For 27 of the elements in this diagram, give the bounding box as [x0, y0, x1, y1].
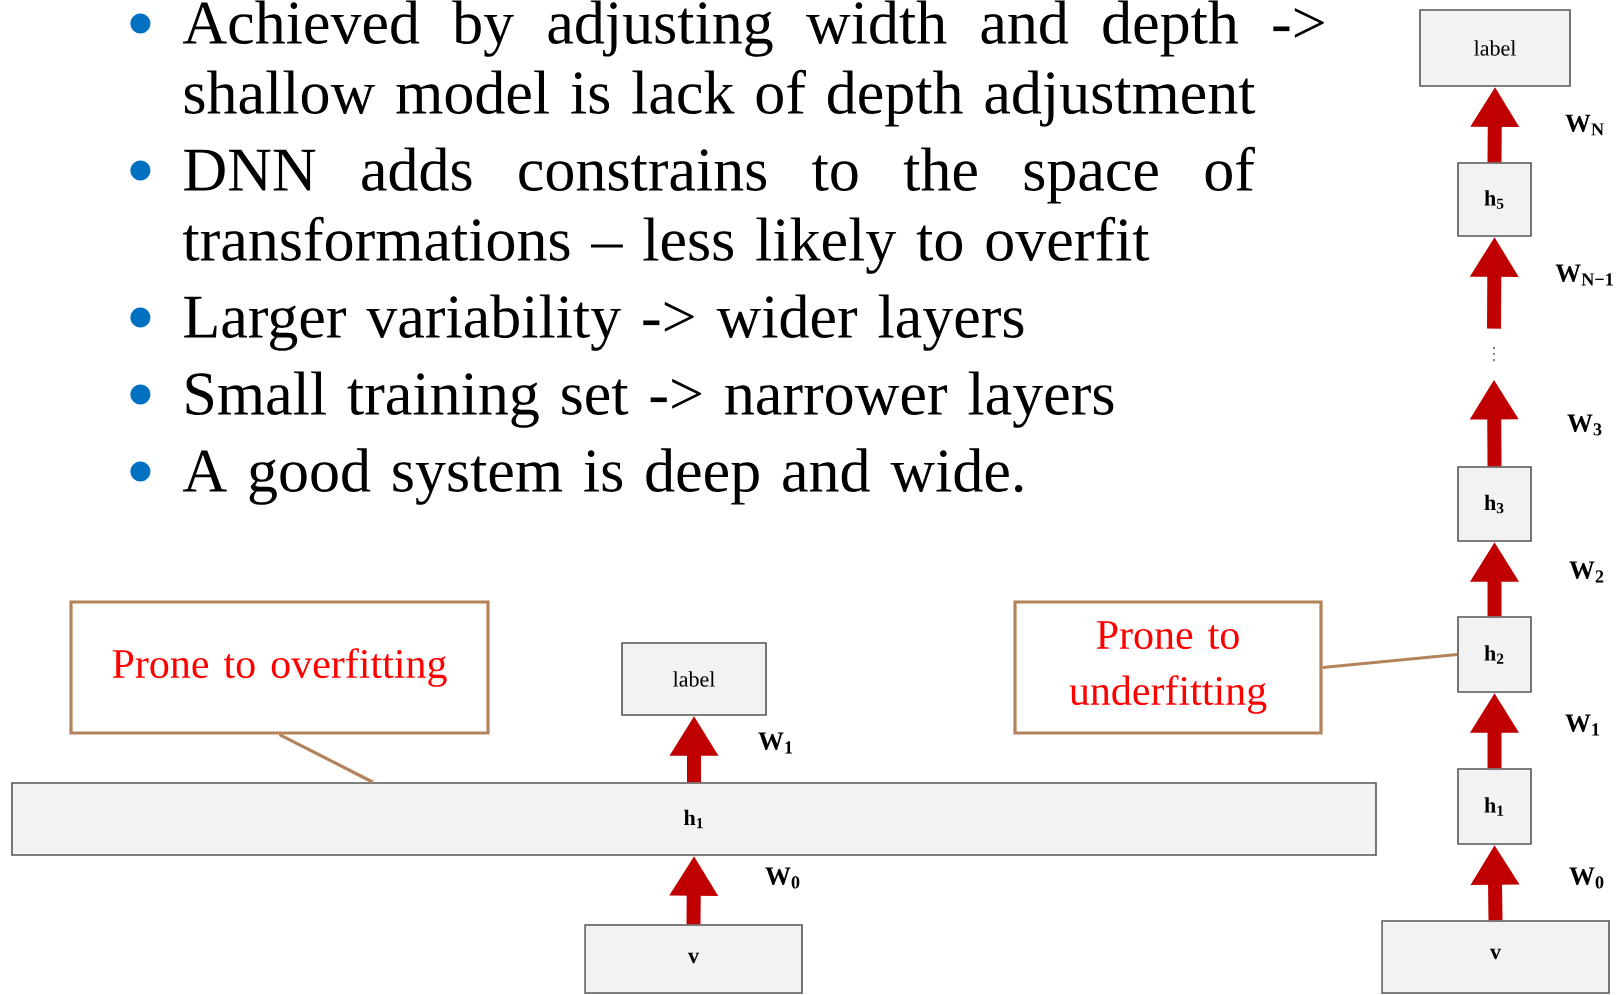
- layer-box: v: [584, 924, 803, 994]
- edge-label: W$_{1}$: [758, 732, 793, 754]
- layer-box: h$_{1}$: [1457, 768, 1532, 845]
- edge-label: W$_{N}$: [1565, 114, 1604, 136]
- bullet-item: Larger variability -> wider layers: [130, 294, 1024, 351]
- layer-box: v: [1381, 920, 1610, 994]
- leader-line: [1322, 652, 1458, 670]
- bullet-item: Achieved by adjusting width and depth -> shallow model is lack of depth adjustment: [130, 0, 1324, 127]
- layer-box: label: [621, 642, 767, 716]
- bullet-item: DNN adds constrains to the space of transformations – less likely to overfit: [130, 146, 1255, 274]
- leader-line: [278, 733, 374, 784]
- bullet-item: Small training set -> narrower layers: [130, 371, 1114, 428]
- layer-box: h$_{5}$: [1457, 162, 1532, 237]
- edge-label: W$_{N−1}$: [1555, 264, 1613, 286]
- edge-label: W$_{3}$: [1567, 414, 1602, 436]
- callout-box: Prone to overfitting: [69, 600, 490, 735]
- layer-box: label: [1419, 9, 1571, 87]
- edge-label: W$_{0}$: [1569, 867, 1604, 889]
- edge-label: W$_{1}$: [1565, 714, 1600, 736]
- bullet-item: A good system is deep and wide.: [130, 448, 1023, 505]
- callout-box: Prone to underfitting: [1013, 600, 1323, 735]
- layer-box: h$_{3}$: [1457, 466, 1532, 542]
- edge-label: W$_{2}$: [1569, 561, 1604, 583]
- ellipsis-dots: ⋮: [1493, 346, 1495, 362]
- layer-box: h$_{2}$: [1457, 616, 1532, 693]
- edge-label: W$_{0}$: [765, 867, 800, 889]
- layer-box: h$_{1}$: [11, 782, 1377, 856]
